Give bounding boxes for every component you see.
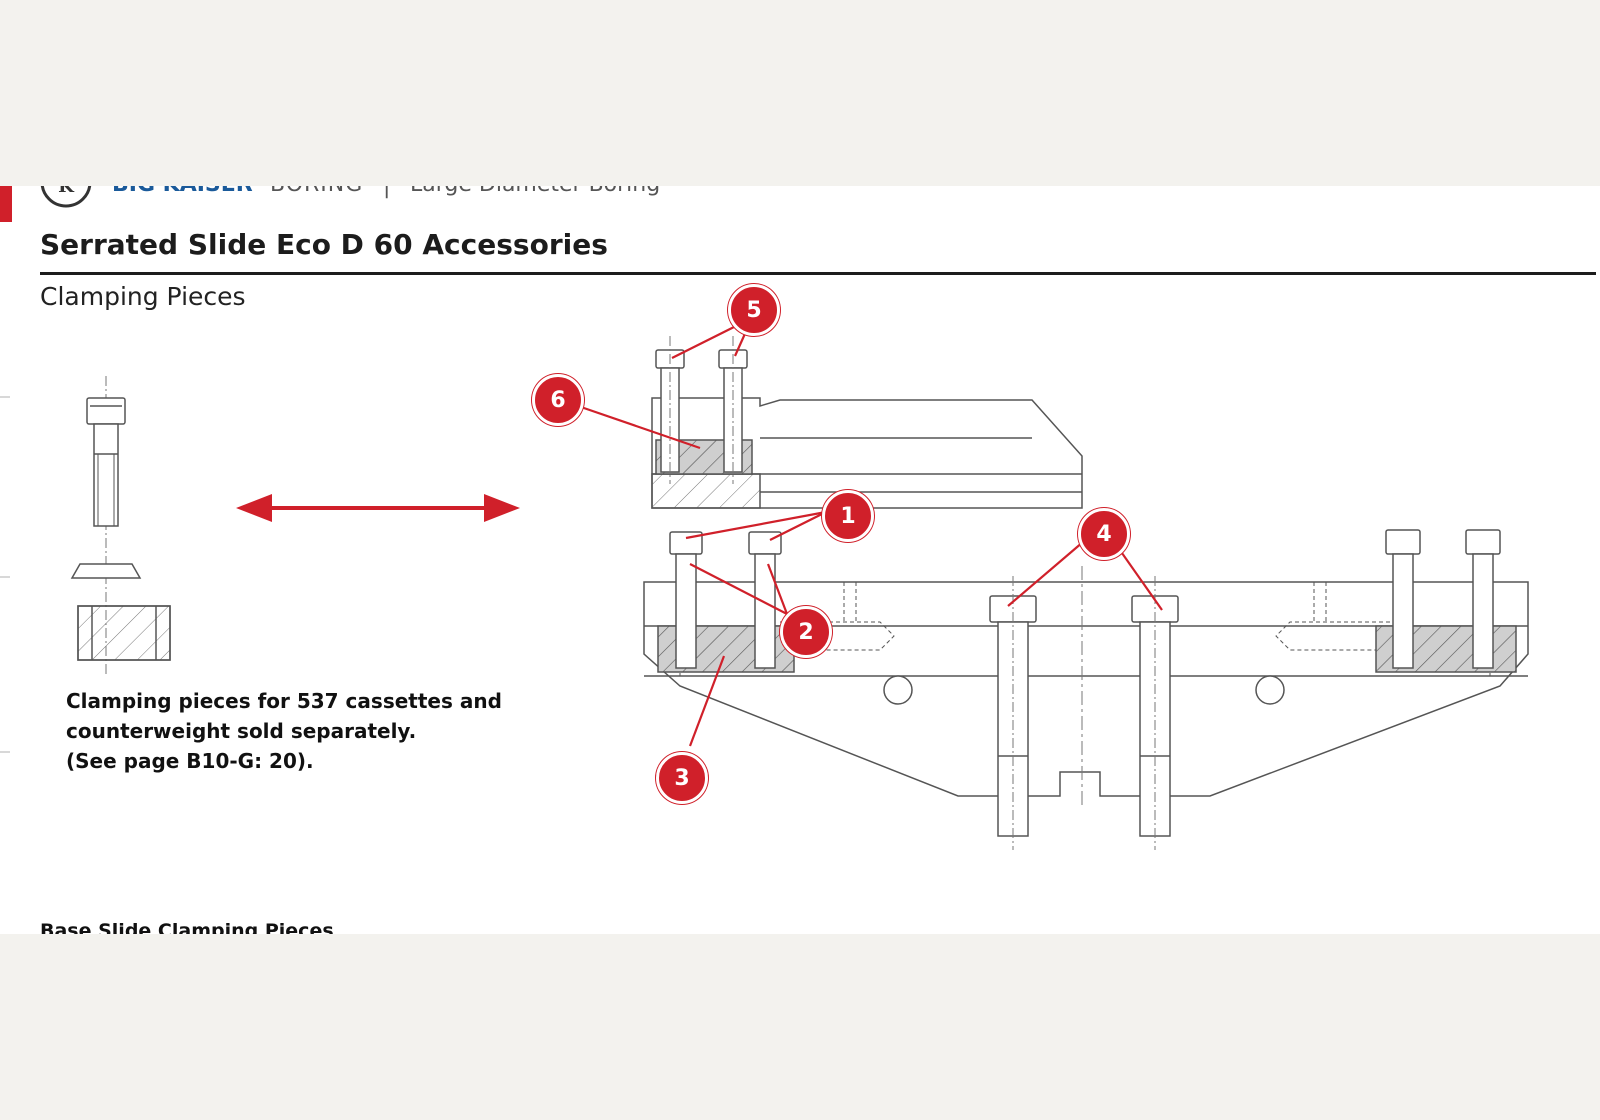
callout-4: 4 [1078, 508, 1130, 560]
sold-separately-note: Clamping pieces for 537 cassettes and co… [66, 686, 502, 776]
base-slide-assembly [643, 529, 1529, 850]
chapter-tab-marker [0, 186, 12, 222]
technical-drawing [70, 317, 1529, 850]
section-name: BORING [270, 186, 363, 197]
next-section-heading: Base Slide Clamping Pieces [40, 920, 334, 934]
callout-1: 1 [822, 490, 874, 542]
callout-6: 6 [532, 374, 584, 426]
page-title: Serrated Slide Eco D 60 Accessories [40, 228, 608, 261]
callout-leaders [577, 317, 1163, 747]
cassette-assembly [651, 336, 1083, 509]
brand-name: BIG KAISER [112, 186, 253, 197]
callout-2: 2 [780, 606, 832, 658]
header-separator: | [383, 186, 391, 199]
note-line: Clamping pieces for 537 cassettes and [66, 689, 502, 713]
edge-tick [0, 396, 10, 398]
note-line: counterweight sold separately. [66, 719, 417, 743]
callout-5: 5 [728, 284, 780, 336]
note-line: (See page B10-G: 20). [66, 749, 314, 773]
chapter-name: Large Diameter Boring [410, 186, 660, 197]
title-rule [40, 272, 1596, 275]
bigkaiser-logo: K [40, 186, 92, 208]
edge-tick [0, 576, 10, 578]
callout-3: 3 [656, 752, 708, 804]
edge-tick [0, 751, 10, 753]
section-subtitle: Clamping Pieces [40, 282, 246, 311]
document-page: K BIG KAISER BORING | Large Diameter Bor… [0, 186, 1600, 934]
svg-text:K: K [58, 186, 75, 197]
clamping-piece-exploded-view [70, 376, 171, 676]
double-arrow-icon [236, 494, 520, 522]
